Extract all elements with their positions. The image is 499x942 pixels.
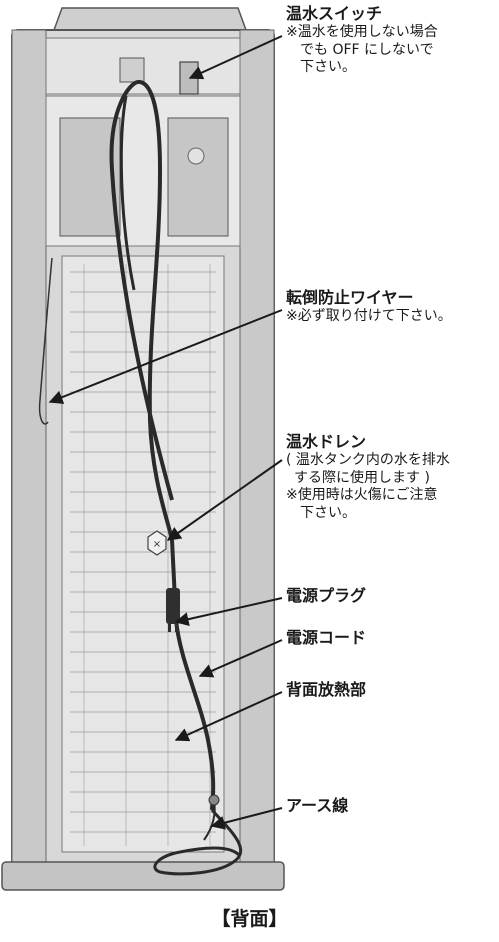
svg-text:×: × bbox=[153, 539, 161, 550]
tip-wire-title: 転倒防止ワイヤー bbox=[286, 288, 414, 307]
hot-drain-note-1: ( 温水タンク内の水を排水 bbox=[286, 452, 450, 468]
hot-switch-title: 温水スイッチ bbox=[286, 4, 383, 23]
top-cap bbox=[52, 7, 248, 31]
hot-drain-note-4: 下さい。 bbox=[300, 504, 356, 521]
hot-drain-note-2: する際に使用します ) bbox=[294, 469, 430, 486]
rear-radiator-label: 背面放熱部 bbox=[286, 680, 367, 699]
figure-caption: 【背面】 bbox=[211, 908, 288, 930]
tip-wire-label: 転倒防止ワイヤー ※必ず取り付けて下さい。 bbox=[286, 288, 452, 326]
hot-drain-note-3: ※使用時は火傷にご注意 bbox=[286, 487, 438, 503]
server-base bbox=[1, 861, 285, 891]
power-plug-label: 電源プラグ bbox=[286, 586, 367, 605]
hot-switch-note-3: 下さい。 bbox=[300, 59, 356, 75]
tip-prevention-wire bbox=[38, 257, 53, 425]
ground-wire-label: アース線 bbox=[286, 796, 349, 815]
power-cord bbox=[109, 80, 243, 876]
tip-wire-note-1: ※必ず取り付けて下さい。 bbox=[286, 308, 452, 324]
hot-drain-cap: × bbox=[147, 530, 167, 556]
power-cord-label: 電源コード bbox=[286, 628, 367, 647]
hot-drain-title: 温水ドレン bbox=[286, 432, 367, 451]
hot-drain-label: 温水ドレン ( 温水タンク内の水を排水 する際に使用します ) ※使用時は火傷に… bbox=[286, 432, 450, 522]
hot-switch-note-1: ※温水を使用しない場合 bbox=[286, 24, 438, 40]
leader-lines bbox=[48, 35, 283, 830]
hot-switch-note-2: でも OFF にしないで bbox=[300, 41, 434, 58]
hot-switch-label: 温水スイッチ ※温水を使用しない場合 でも OFF にしないで 下さい。 bbox=[286, 4, 438, 77]
server-body bbox=[11, 29, 275, 869]
